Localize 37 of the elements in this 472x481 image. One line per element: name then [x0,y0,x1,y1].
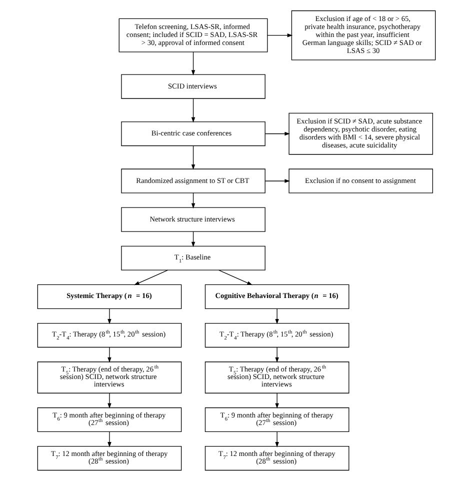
arrow [274,346,278,363]
node-box: T$_{6}$: 9 month after beginning of therapy (27$^{th}$ session) [204,407,349,432]
arrow [266,33,292,38]
arrow [274,431,278,448]
node-box: T$_{2}$-T$_{4}$: Therapy (8$^{th}$, 15$^{th}$, 20$^{th}$ session) [204,322,349,348]
node-box: Exclusion if no consent to assignment [288,168,433,194]
arrow [264,179,290,183]
arrow [264,132,290,136]
node-box: T$_{6}$: 9 month after beginning of therapy (27$^{th}$ session) [36,407,182,432]
arrow [107,346,111,363]
arrow [107,392,111,409]
node-box: Cognitive Behavioral Therapy (n = 16) [204,284,349,309]
arrow [274,392,278,409]
arrow [190,52,195,76]
arrow [190,231,195,248]
arrow [134,270,168,286]
arrow [274,308,278,324]
arrow [107,431,111,448]
arrow [190,145,195,170]
arrow [190,98,195,123]
node-box: T$_{7}$: 12 month after beginning of therapy (28$^{th}$ session) [36,446,182,471]
node-box: Systemic Therapy (n = 16) [36,284,182,309]
node-box: Bi-centric case conferences [120,121,265,146]
node-box: SCID interviews [120,74,265,99]
arrow [107,308,111,324]
node-box: T$_{2}$-T$_{4}$: Therapy (8$^{th}$, 15$^{th}$, 20$^{th}$ session) [36,322,182,348]
node-box: Exclusion if SCID ≠ SAD, acute substance dependency, psychotic disorder, eating disorders with BMI < 14, severe physical diseases, acute suicidality [288,112,433,155]
node-box: Network structure interviews [120,207,265,232]
arrow [190,192,195,209]
node-box: Telefon screening, LSAS-SR, informed consent; included if SCID = SAD, LSAS-SR > 30, approval of informed consent [118,18,268,52]
arrow [218,270,252,286]
node-box: Randomized assignment to ST or CBT [120,168,265,194]
node-box: T$_{1}$: Baseline [120,246,265,270]
node-box: T$_{5}$: Therapy (end of therapy, 26$^{th}$ session) SCID, network structure interviews [36,362,182,394]
node-box: T$_{7}$: 12 month after beginning of therapy (28$^{th}$ session) [204,446,349,471]
node-box: Exclusion if age of < 18 or > 65, private health insurance, psychotherapy within the past year, insufficient German language skills; SCID ≠ SAD or LSAS ≤ 30 [290,10,436,60]
node-box: T$_{5}$: Therapy (end of therapy, 26$^{th}$ session) SCID, network structure interviews [204,362,349,394]
